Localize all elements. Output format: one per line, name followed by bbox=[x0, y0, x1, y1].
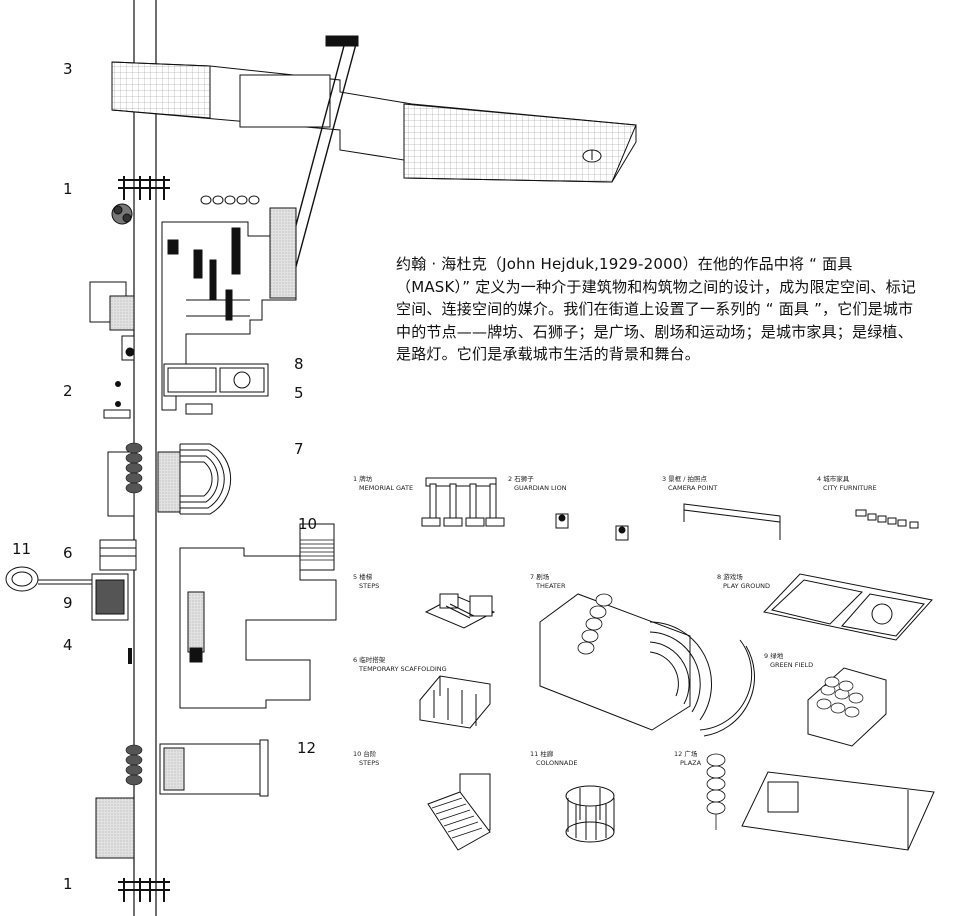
intro-paragraph: 约翰 · 海杜克（John Hejduk,1929-2000）在他的作品中将 “… bbox=[396, 255, 917, 363]
label-zh: 5 楼梯 bbox=[353, 573, 373, 581]
label-zh: 11 柱廊 bbox=[530, 750, 554, 758]
colonnade-plan bbox=[5, 566, 92, 592]
tree-top bbox=[111, 203, 133, 225]
plan-number-10: 10 bbox=[298, 515, 318, 533]
tree-column-mid bbox=[125, 442, 143, 494]
green-field-plan bbox=[91, 539, 137, 621]
label-zh: 10 台阶 bbox=[353, 750, 377, 758]
camera-point-plaza bbox=[111, 35, 637, 301]
axo-plaza bbox=[706, 753, 935, 851]
label-zh: 1 牌坊 bbox=[353, 475, 373, 483]
plan-number-1-bottom: 1 bbox=[63, 875, 73, 893]
label-en: PLAZA bbox=[680, 759, 702, 767]
label-en: THEATER bbox=[536, 582, 566, 590]
label-en: STEPS bbox=[359, 759, 380, 767]
label-en: COLONNADE bbox=[536, 759, 578, 767]
axo-steps-5 bbox=[424, 593, 496, 629]
playground-plan bbox=[163, 363, 269, 415]
tree-column-lower bbox=[125, 744, 143, 786]
label-zh: 8 游戏场 bbox=[717, 573, 743, 581]
label-en: TEMPORARY SCAFFOLDING bbox=[359, 665, 447, 673]
label-en: GREEN FIELD bbox=[770, 661, 814, 669]
axo-city-furniture bbox=[855, 509, 919, 529]
label-memorial-gate: 1 牌坊 MEMORIAL GATE bbox=[353, 475, 413, 493]
label-zh: 3 景框 / 拍照点 bbox=[662, 475, 708, 483]
label-theater: 7 剧场 THEATER bbox=[530, 573, 566, 591]
plan-number-5: 5 bbox=[294, 384, 304, 402]
plan-number-8: 8 bbox=[294, 355, 304, 373]
label-temporary-scaffolding: 6 临时搭架 TEMPORARY SCAFFOLDING bbox=[353, 656, 447, 674]
label-zh: 4 城市家具 bbox=[817, 475, 850, 483]
label-en: MEMORIAL GATE bbox=[359, 484, 414, 492]
axo-theater bbox=[539, 593, 755, 737]
label-zh: 9 绿地 bbox=[764, 652, 784, 660]
label-zh: 7 剧场 bbox=[530, 573, 550, 581]
label-steps-5: 5 楼梯 STEPS bbox=[353, 573, 379, 591]
label-colonnade: 11 柱廊 COLONNADE bbox=[530, 750, 577, 768]
plan-number-1-top: 1 bbox=[63, 180, 73, 198]
plan-number-9: 9 bbox=[63, 594, 73, 612]
left-buildings bbox=[89, 281, 181, 517]
plan-number-11: 11 bbox=[12, 540, 32, 558]
label-zh: 6 临时搭架 bbox=[353, 656, 386, 664]
axo-playground bbox=[763, 573, 933, 641]
bottom-left-block bbox=[95, 797, 135, 859]
label-city-furniture: 4 城市家具 CITY FURNITURE bbox=[817, 475, 877, 493]
guardian-lion-plan bbox=[115, 381, 121, 407]
plan-number-3: 3 bbox=[63, 60, 73, 78]
plan-number-6: 6 bbox=[63, 544, 73, 562]
label-green-field: 9 绿地 GREEN FIELD bbox=[764, 652, 813, 670]
label-en: STEPS bbox=[359, 582, 380, 590]
axo-memorial-gate bbox=[421, 477, 505, 527]
theater-plan bbox=[179, 443, 232, 515]
label-plaza: 12 广场 PLAZA bbox=[674, 750, 701, 768]
label-en: CAMERA POINT bbox=[668, 484, 718, 492]
label-steps-10: 10 台阶 STEPS bbox=[353, 750, 379, 768]
label-guardian-lion: 2 石狮子 GUARDIAN LION bbox=[508, 475, 567, 493]
plan-number-7: 7 bbox=[294, 440, 304, 458]
city-furniture-top bbox=[200, 195, 260, 205]
axo-camera-point bbox=[683, 503, 781, 540]
building-block-upper bbox=[161, 207, 297, 411]
city-furniture-plan bbox=[128, 648, 132, 664]
label-camera-point: 3 景框 / 拍照点 CAMERA POINT bbox=[662, 475, 717, 493]
label-zh: 2 石狮子 bbox=[508, 475, 534, 483]
axo-green-field bbox=[807, 667, 887, 747]
axo-guardian-lion bbox=[555, 513, 629, 541]
memorial-gate-bottom bbox=[118, 878, 170, 902]
label-en: CITY FURNITURE bbox=[823, 484, 877, 492]
axo-scaffolding bbox=[419, 675, 491, 729]
building-block-center bbox=[179, 523, 337, 709]
label-en: PLAY GROUND bbox=[723, 582, 770, 590]
memorial-gate-top bbox=[118, 176, 170, 200]
label-zh: 12 广场 bbox=[674, 750, 698, 758]
label-play-ground: 8 游戏场 PLAY GROUND bbox=[717, 573, 770, 591]
plaza-plan bbox=[159, 739, 269, 797]
axo-steps-10 bbox=[427, 773, 491, 851]
plan-number-4: 4 bbox=[63, 636, 73, 654]
label-en: GUARDIAN LION bbox=[514, 484, 567, 492]
plan-number-2: 2 bbox=[63, 382, 73, 400]
axo-colonnade bbox=[565, 785, 615, 843]
plan-number-12: 12 bbox=[297, 739, 317, 757]
